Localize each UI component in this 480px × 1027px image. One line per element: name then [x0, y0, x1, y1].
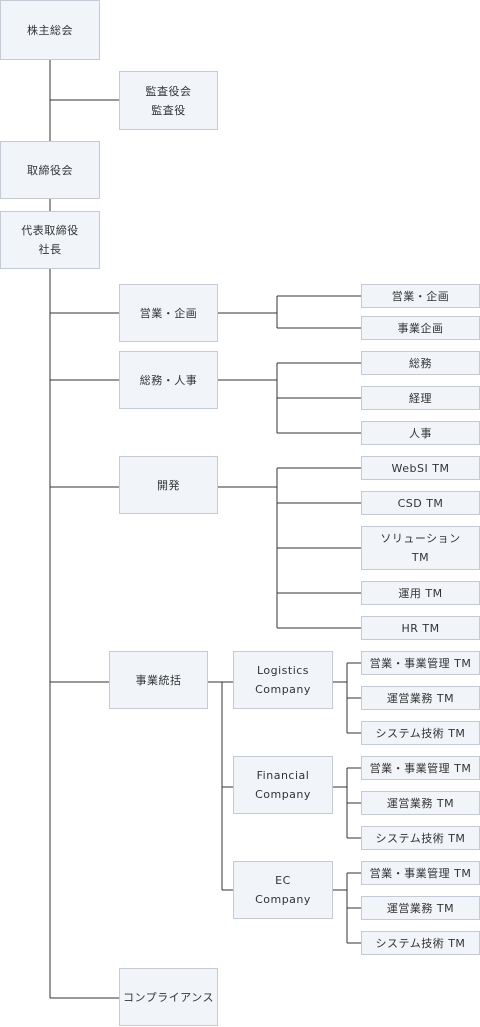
logistics-team-sales-mgmt: 営業・事業管理 TM	[361, 651, 480, 675]
ec-team-operations: 運営業務 TM	[361, 896, 480, 920]
logistics-team-systems: システム技術 TM	[361, 721, 480, 745]
team-accounting: 経理	[361, 386, 480, 410]
ec-team-systems: システム技術 TM	[361, 931, 480, 955]
board-box: 取締役会	[0, 141, 100, 199]
president-box: 代表取締役 社長	[0, 211, 100, 269]
team-hr-tm: HR TM	[361, 616, 480, 640]
team-general-affairs: 総務	[361, 351, 480, 375]
company-financial: Financial Company	[233, 756, 333, 814]
financial-team-sales-mgmt: 営業・事業管理 TM	[361, 756, 480, 780]
ec-team-sales-mgmt: 営業・事業管理 TM	[361, 861, 480, 885]
team-hr: 人事	[361, 421, 480, 445]
division-development: 開発	[119, 456, 218, 514]
company-ec: EC Company	[233, 861, 333, 919]
shareholders-meeting-box: 株主総会	[0, 0, 100, 60]
division-compliance: コンプライアンス	[119, 968, 218, 1026]
auditors-box: 監査役会 監査役	[119, 71, 218, 130]
team-solution: ソリューション TM	[361, 526, 480, 570]
company-logistics: Logistics Company	[233, 651, 333, 709]
division-general-affairs: 総務・人事	[119, 351, 218, 409]
division-business-integration: 事業統括	[109, 651, 208, 709]
team-operations: 運用 TM	[361, 581, 480, 605]
team-csd: CSD TM	[361, 491, 480, 515]
team-sales-planning: 営業・企画	[361, 284, 480, 308]
financial-team-operations: 運営業務 TM	[361, 791, 480, 815]
team-websi: WebSI TM	[361, 456, 480, 480]
team-business-planning: 事業企画	[361, 316, 480, 340]
financial-team-systems: システム技術 TM	[361, 826, 480, 850]
division-sales-planning: 営業・企画	[119, 284, 218, 342]
logistics-team-operations: 運営業務 TM	[361, 686, 480, 710]
